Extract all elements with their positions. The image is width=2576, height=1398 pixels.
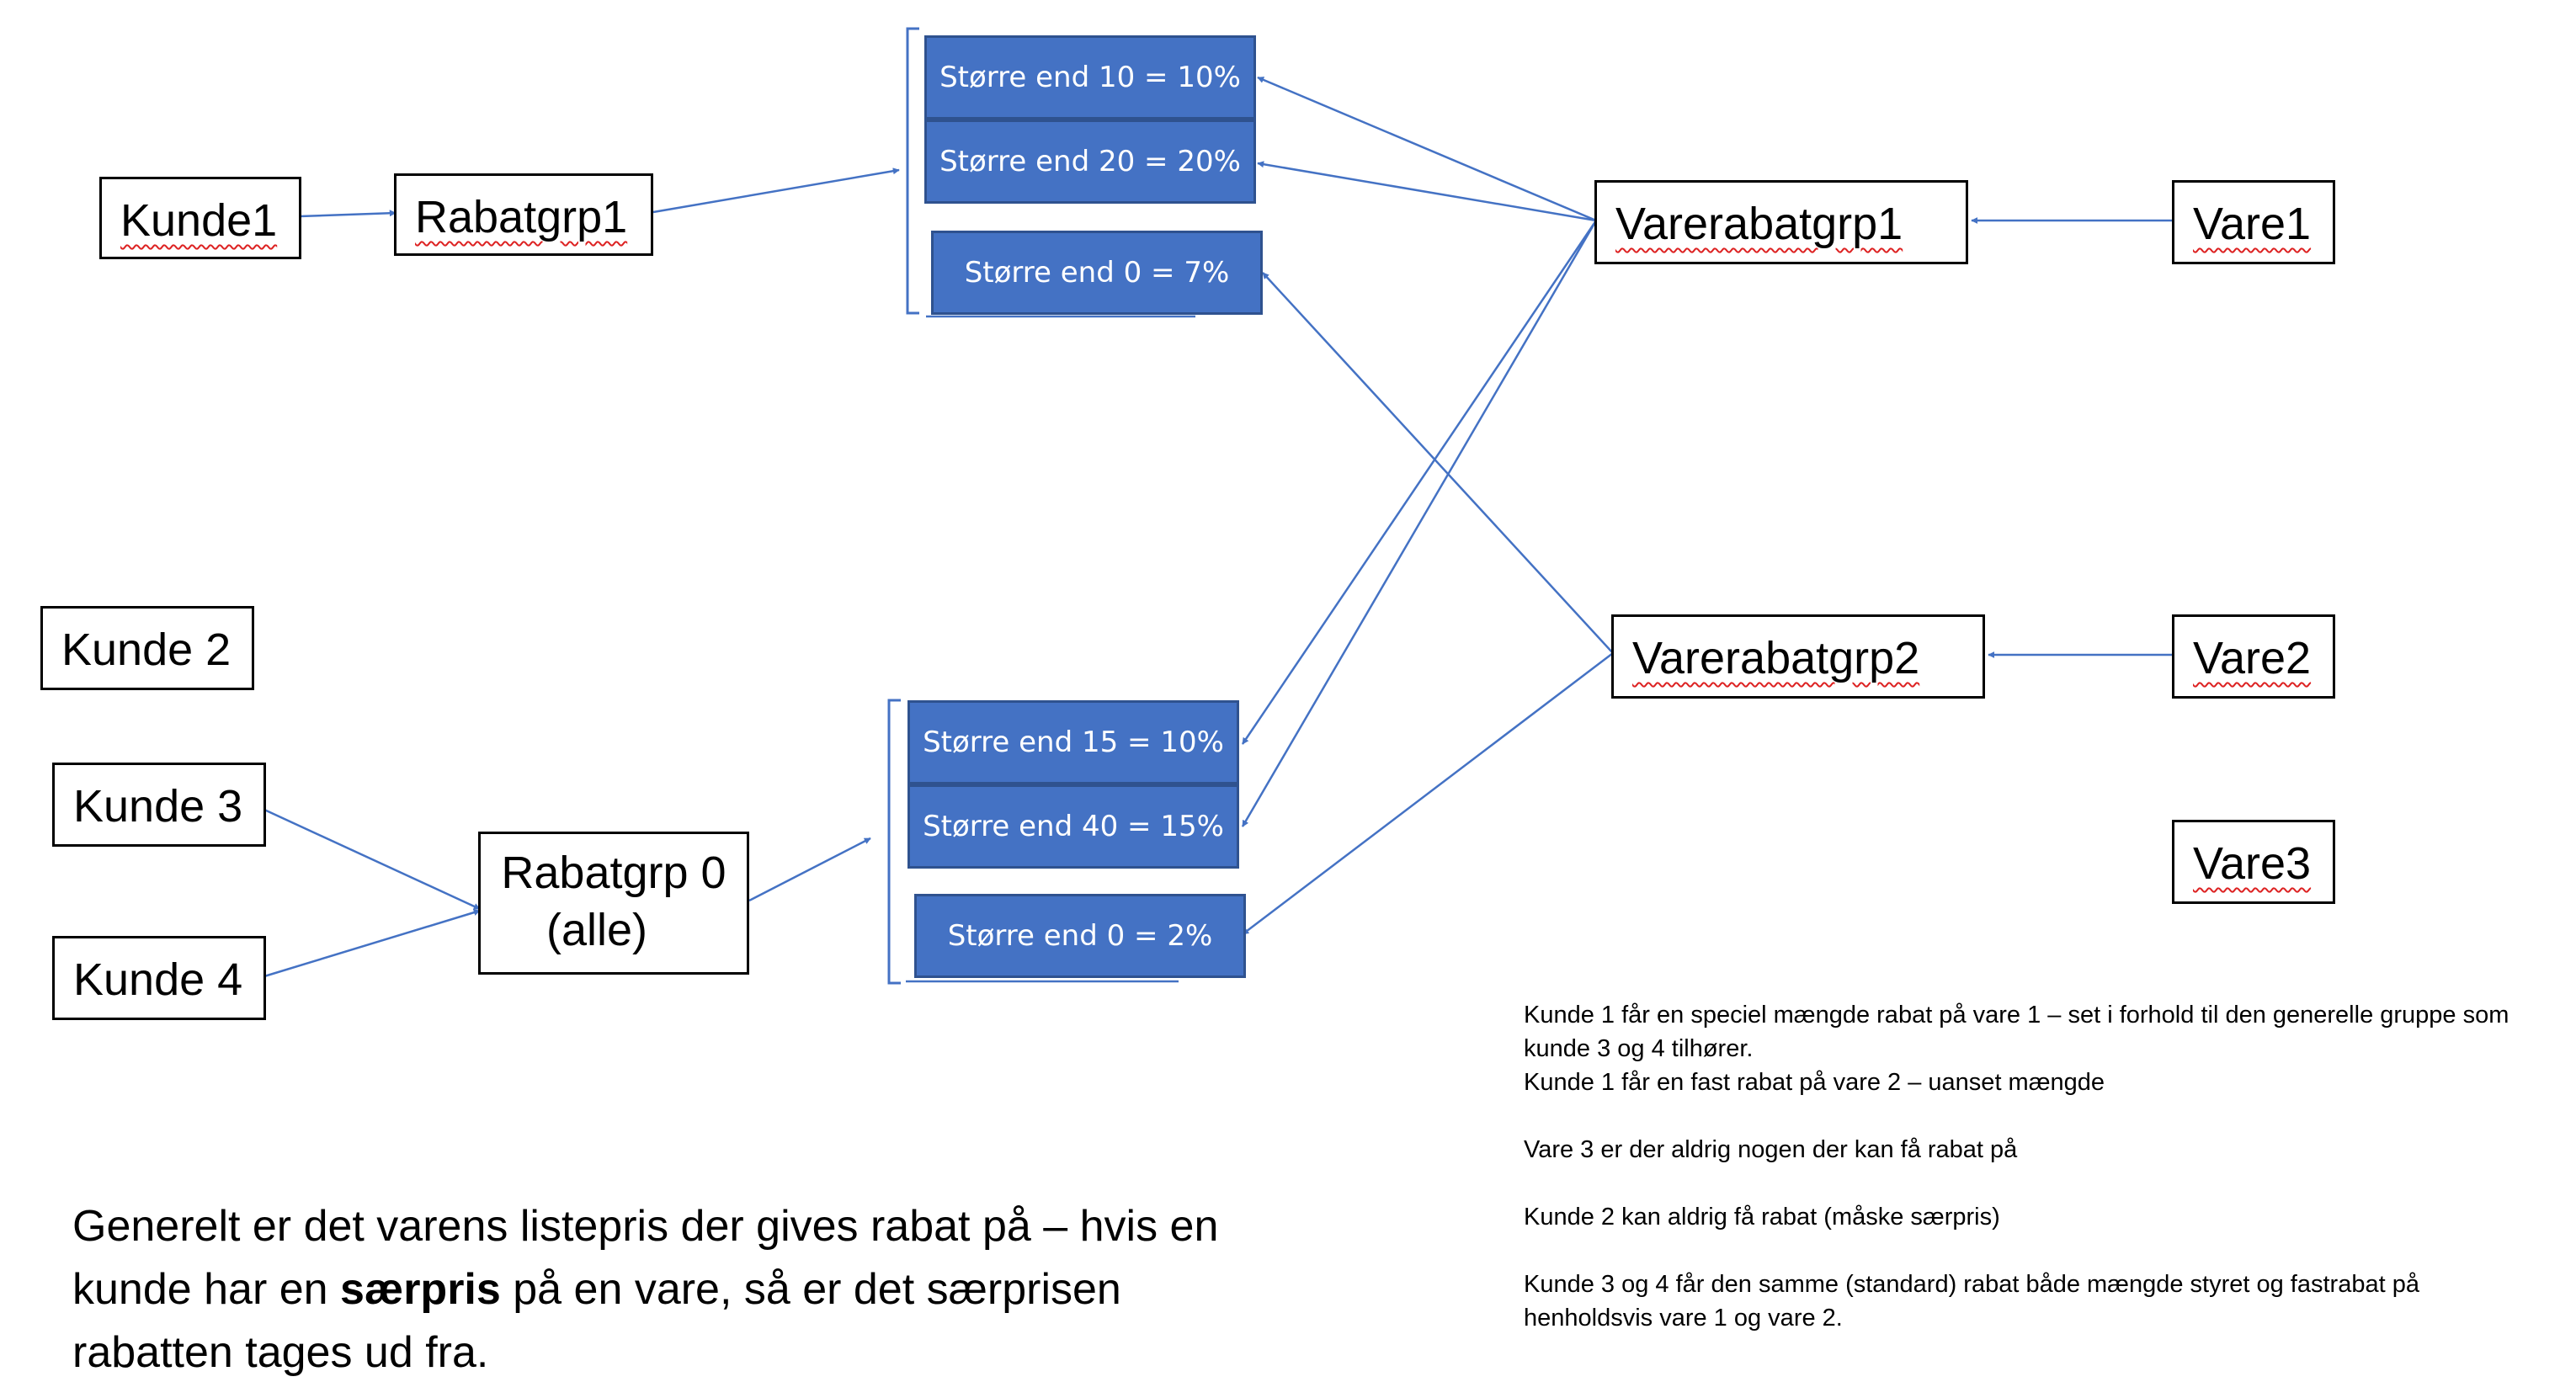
explanation-text: Kunde 1 får en speciel mængde rabat på v… [1524,998,2551,1335]
kunde2-box: Kunde 2 [40,606,254,690]
kunde3-box: Kunde 3 [52,763,266,847]
info-line-1: Kunde 1 får en speciel mængde rabat på v… [1524,1002,2509,1062]
rule-group0-0-2: Større end 0 = 2% [914,894,1246,978]
general-note: Generelt er det varens listepris der giv… [72,1195,1285,1385]
rule-group0-15: Større end 15 = 10% [907,700,1239,784]
arrow-vrg2-rule0-7 [1262,272,1614,654]
kunde1-box: Kunde1 [99,177,301,259]
brace-group0 [887,699,901,985]
vare1-label: Vare1 [2193,199,2312,249]
brace-group1 [906,27,919,315]
rabatgrp0-label-line2: (alle) [546,905,648,955]
vare1-box: Vare1 [2172,180,2335,264]
varerabatgrp2-box: Varerabatgrp2 [1611,614,1985,699]
kunde3-label: Kunde 3 [73,781,243,832]
note-text-start: Generelt er det varens listepris der giv… [72,1202,1219,1314]
info-line-3: Vare 3 er der aldrig nogen der kan få ra… [1524,1136,2018,1163]
kunde2-label: Kunde 2 [61,625,232,675]
rabatgrp1-box: Rabatgrp1 [394,173,653,256]
note-text-end: på en vare, så er det særprisen rabatten… [72,1265,1121,1377]
arrow-vrg1-rule10 [1257,76,1597,222]
rabatgrp0-label-line1: Rabatgrp 0 [501,848,726,898]
vare2-box: Vare2 [2172,614,2335,699]
rule-group1-0-7: Større end 0 = 7% [931,231,1263,315]
rule-group1-20: Større end 20 = 20% [924,120,1256,204]
varerabatgrp1-label: Varerabatgrp1 [1615,199,1903,249]
info-line-5: Kunde 3 og 4 får den samme (standard) ra… [1524,1271,2419,1332]
arrow-vrg1-rule15 [1241,220,1598,745]
vare2-label: Vare2 [2193,633,2312,683]
vare3-label: Vare3 [2193,838,2312,889]
arrow-rabatgrp0-brace [748,837,871,902]
arrow-kunde3-rabatgrp0 [263,808,481,911]
arrow-kunde4-rabatgrp0 [263,909,481,978]
arrow-kunde1-rabatgrp1 [299,210,397,218]
kunde1-label: Kunde1 [120,195,278,246]
arrow-vrg1-rule40 [1241,220,1598,827]
rabatgrp0-box: Rabatgrp 0 (alle) [478,832,749,975]
varerabatgrp1-box: Varerabatgrp1 [1594,180,1968,264]
rule-group0-40: Større end 40 = 15% [907,784,1239,869]
info-line-2: Kunde 1 får en fast rabat på vare 2 – ua… [1524,1069,2105,1096]
kunde4-box: Kunde 4 [52,936,266,1020]
arrow-rabatgrp1-brace [652,167,900,214]
vare3-box: Vare3 [2172,820,2335,904]
info-line-4: Kunde 2 kan aldrig få rabat (måske særpr… [1524,1204,2000,1231]
varerabatgrp2-label: Varerabatgrp2 [1632,633,1920,683]
kunde4-label: Kunde 4 [73,954,243,1005]
rabatgrp1-label: Rabatgrp1 [415,192,628,242]
rule-group1-10: Større end 10 = 10% [924,35,1256,120]
arrow-vrg2-rule0-2 [1242,652,1614,935]
arrow-vrg1-rule20 [1257,161,1597,222]
note-bold-term: særpris [340,1265,501,1314]
